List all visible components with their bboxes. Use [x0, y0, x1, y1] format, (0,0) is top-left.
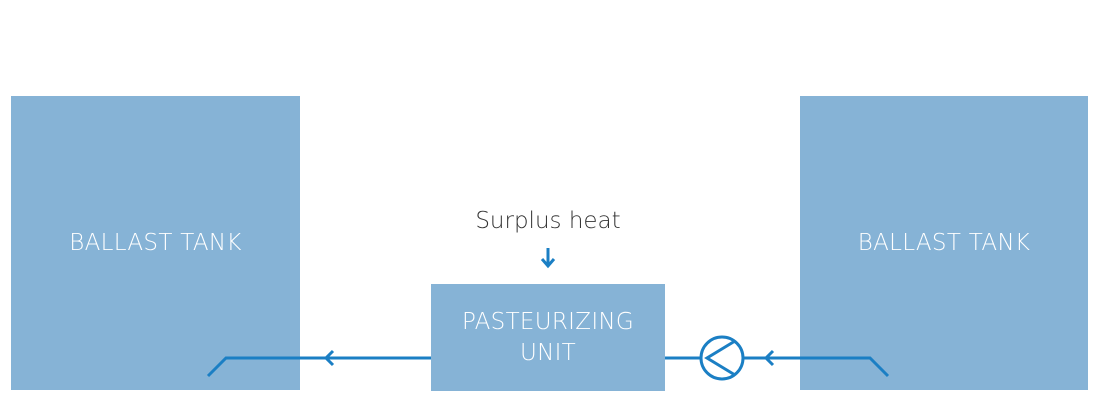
- unit-label-line1: PASTEURIZING: [461, 308, 635, 335]
- left-tank-label: BALLAST TANK: [69, 230, 242, 256]
- flow-arrow-icon: [763, 349, 775, 367]
- right-tank-label: BALLAST TANK: [857, 230, 1031, 256]
- flow-arrow-icon: [323, 349, 335, 367]
- unit-label-line2: UNIT: [519, 339, 577, 366]
- left-ballast-tank: BALLAST TANK: [11, 96, 300, 390]
- surplus-heat-label: Surplus heat: [475, 208, 621, 234]
- pasteurizing-unit: PASTEURIZING UNIT: [431, 284, 665, 391]
- pump-icon: [699, 335, 745, 381]
- right-ballast-tank: BALLAST TANK: [800, 96, 1088, 390]
- heat-arrow-icon: [540, 248, 556, 269]
- right-pipe: [744, 356, 890, 378]
- left-pipe: [206, 356, 431, 378]
